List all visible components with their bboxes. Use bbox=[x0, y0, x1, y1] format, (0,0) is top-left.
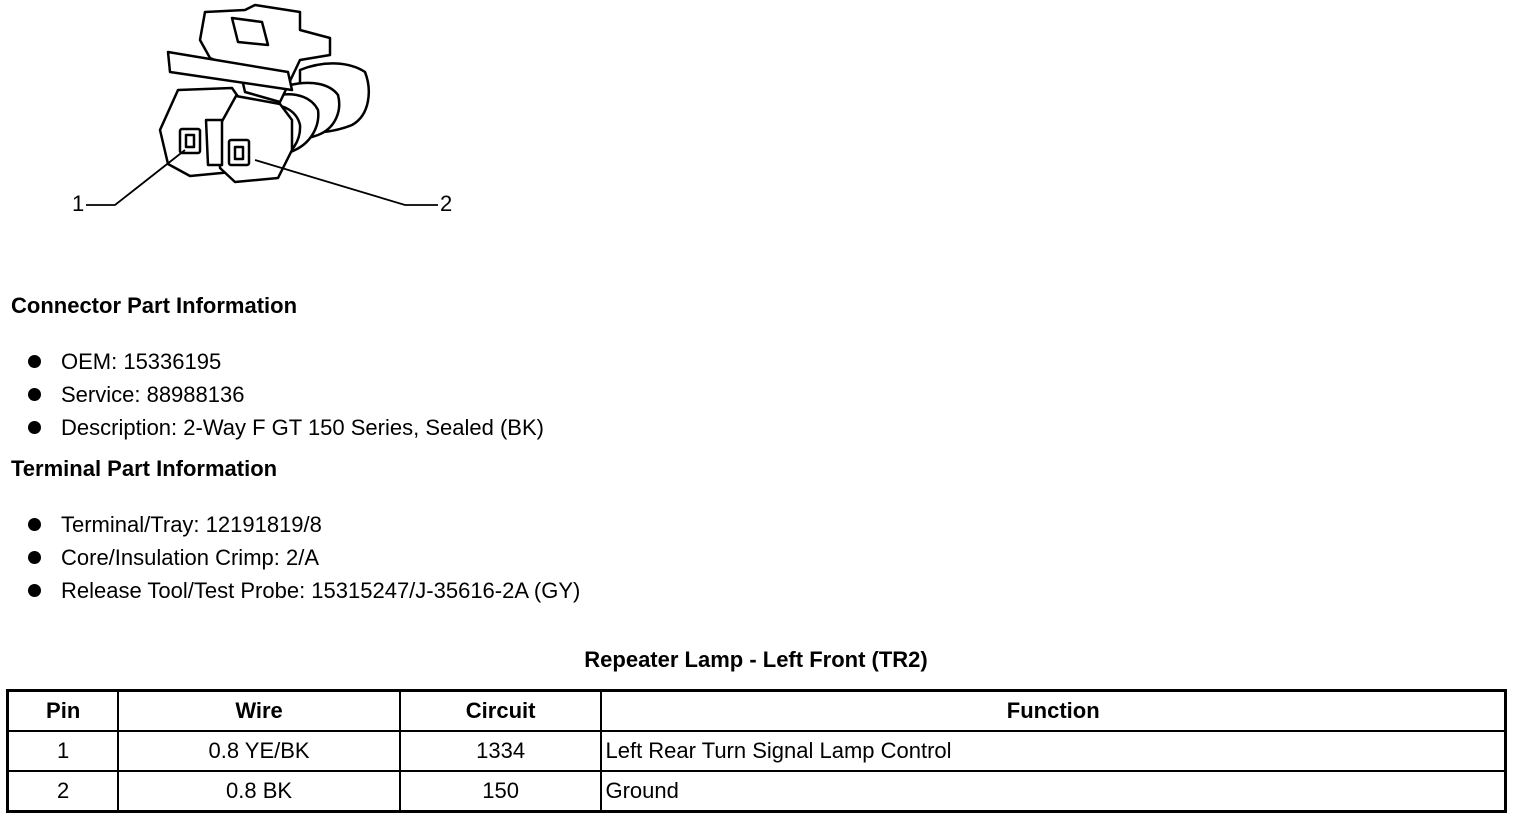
connector-lock-slot bbox=[230, 16, 270, 47]
cell-pin: 1 bbox=[6, 730, 120, 772]
bullet-icon bbox=[28, 518, 41, 531]
terminal-cavity-1 bbox=[178, 127, 202, 155]
cell-function: Ground bbox=[600, 770, 1507, 813]
connector-info-heading: Connector Part Information bbox=[11, 293, 298, 318]
terminal-cavity-2 bbox=[227, 138, 251, 167]
list-item: Service: 88988136 bbox=[28, 381, 544, 414]
bullet-icon bbox=[28, 421, 41, 434]
terminal-tray: Terminal/Tray: 12191819/8 bbox=[61, 512, 322, 537]
connector-description: Description: 2-Way F GT 150 Series, Seal… bbox=[61, 415, 544, 440]
pin-callout-1: 1 bbox=[72, 191, 85, 216]
table-header-row: Pin Wire Circuit Function bbox=[6, 689, 1507, 732]
connector-service: Service: 88988136 bbox=[61, 382, 245, 407]
cell-function: Left Rear Turn Signal Lamp Control bbox=[600, 730, 1507, 772]
terminal-info-heading: Terminal Part Information bbox=[11, 456, 278, 481]
bullet-icon bbox=[28, 584, 41, 597]
list-item: OEM: 15336195 bbox=[28, 348, 544, 381]
connector-divider bbox=[204, 118, 224, 167]
list-item: Core/Insulation Crimp: 2/A bbox=[28, 544, 580, 577]
cell-wire: 0.8 BK bbox=[117, 770, 401, 813]
bullet-icon bbox=[28, 388, 41, 401]
cell-circuit: 1334 bbox=[398, 730, 603, 772]
terminal-release-tool: Release Tool/Test Probe: 15315247/J-3561… bbox=[61, 578, 581, 603]
pin-callout-2: 2 bbox=[440, 191, 453, 216]
leader-line-pin-1 bbox=[86, 149, 186, 206]
pin-table: Pin Wire Circuit Function 1 0.8 YE/BK 13… bbox=[6, 689, 1507, 813]
header-wire: Wire bbox=[117, 689, 401, 732]
header-pin: Pin bbox=[6, 689, 120, 732]
connector-lock-bar bbox=[166, 50, 294, 92]
cell-pin: 2 bbox=[6, 770, 120, 813]
bullet-icon bbox=[28, 355, 41, 368]
connector-diagram bbox=[86, 3, 438, 206]
terminal-info-list: Terminal/Tray: 12191819/8 Core/Insulatio… bbox=[28, 511, 580, 610]
header-function: Function bbox=[600, 689, 1507, 732]
list-item: Description: 2-Way F GT 150 Series, Seal… bbox=[28, 414, 544, 447]
list-item: Release Tool/Test Probe: 15315247/J-3561… bbox=[28, 577, 580, 610]
table-caption: Repeater Lamp - Left Front (TR2) bbox=[584, 647, 928, 672]
connector-oem: OEM: 15336195 bbox=[61, 349, 222, 374]
leader-line-pin-2 bbox=[254, 159, 438, 206]
header-circuit: Circuit bbox=[398, 689, 603, 732]
terminal-crimp: Core/Insulation Crimp: 2/A bbox=[61, 545, 319, 570]
table-row: 2 0.8 BK 150 Ground bbox=[6, 770, 1507, 813]
bullet-icon bbox=[28, 551, 41, 564]
cell-wire: 0.8 YE/BK bbox=[117, 730, 401, 772]
connector-info-list: OEM: 15336195 Service: 88988136 Descript… bbox=[28, 348, 544, 447]
table-row: 1 0.8 YE/BK 1334 Left Rear Turn Signal L… bbox=[6, 730, 1507, 772]
list-item: Terminal/Tray: 12191819/8 bbox=[28, 511, 580, 544]
cell-circuit: 150 bbox=[398, 770, 603, 813]
